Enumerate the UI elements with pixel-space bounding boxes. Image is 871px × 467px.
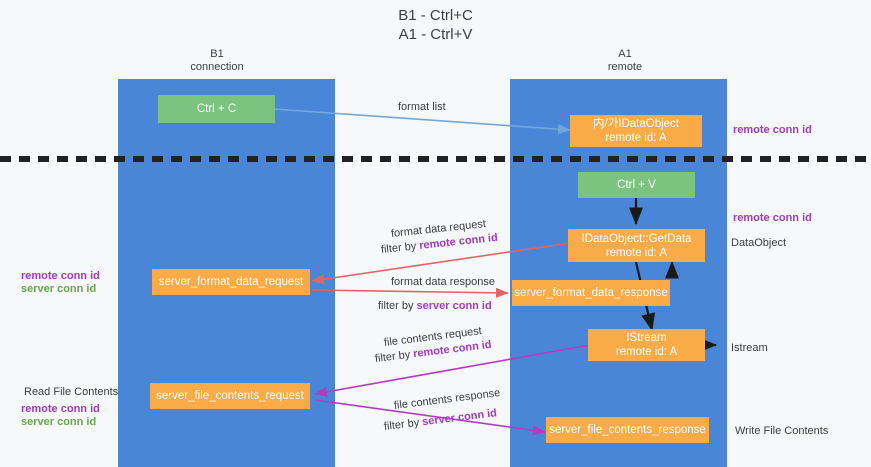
arrow-file-contents-response (314, 399, 546, 436)
box-server-format-data-response-label: server_format_data_response (514, 287, 668, 299)
arrow-file-contents-request (314, 344, 591, 397)
box-ctrl-c-label: Ctrl + C (196, 103, 237, 115)
column-header-b1: B1 connection (117, 48, 317, 74)
column-header-a1: A1 remote (525, 48, 725, 74)
box-ctrl-v-label: Ctrl + V (617, 179, 656, 191)
label-format-data-response-filter-prefix: filter by (378, 300, 417, 312)
box-ole-get-clipboard-line1: 内/가IDataObject (593, 118, 679, 130)
title-line-1: B1 - Ctrl+C (398, 7, 473, 24)
column-header-a1-role: remote (607, 61, 643, 73)
annotation-right-mid-remote-conn-id: remote conn id (733, 212, 812, 224)
annotation-right-dataobject: DataObject (731, 237, 787, 249)
label-format-list: format list (398, 101, 446, 113)
arrow-format-list (273, 108, 571, 135)
label-format-data-response-filter: filter by server conn id (378, 299, 492, 313)
box-istream[interactable]: IStream remote id: A (588, 329, 705, 361)
box-server-file-contents-response-label: server_file_contents_response (549, 424, 706, 436)
label-format-data-response-filter-key: server conn id (416, 300, 492, 312)
column-header-b1-name: B1 (210, 48, 224, 60)
annotation-right-istream: Istream (731, 342, 768, 354)
annotation-left-remote-conn-id: remote conn id (21, 270, 100, 282)
box-istream-line1: IStream (626, 332, 667, 344)
arrow-format-data-request (311, 242, 571, 285)
annotation-left-read-file-contents: Read File Contents (24, 386, 119, 398)
box-server-format-data-request-label: server_format_data_request (158, 276, 304, 288)
title-line-2: A1 - Ctrl+V (398, 26, 473, 43)
annotation-right-top-remote-conn-id: remote conn id (733, 124, 812, 136)
box-ole-get-clipboard-line2: remote id: A (605, 132, 667, 144)
arrow-format-data-response (311, 287, 509, 298)
column-header-b1-role: connection (190, 61, 244, 73)
box-server-format-data-request[interactable]: server_format_data_request (152, 269, 310, 295)
box-idataobject-getdata-line1: IDataObject::GetData (581, 232, 692, 245)
column-header-a1-name: A1 (618, 48, 632, 60)
box-ctrl-c[interactable]: Ctrl + C (158, 95, 275, 123)
box-idataobject-getdata-line2: remote id: A (605, 246, 668, 259)
box-server-file-contents-request[interactable]: server_file_contents_request (150, 383, 310, 409)
box-server-file-contents-request-label: server_file_contents_request (156, 390, 304, 402)
phase-divider (0, 156, 871, 162)
annotation-left-bottom-server-conn-id: server conn id (21, 416, 97, 428)
box-ctrl-v[interactable]: Ctrl + V (578, 172, 695, 198)
page-title: B1 - Ctrl+C A1 - Ctrl+V (0, 6, 871, 44)
annotation-right-write-file-contents: Write File Contents (735, 425, 829, 437)
annotation-left-bottom-remote-conn-id: remote conn id (21, 403, 100, 415)
annotation-left-server-conn-id: server conn id (21, 283, 97, 295)
box-server-format-data-response[interactable]: server_format_data_response (512, 280, 670, 306)
label-format-data-response: format data response (391, 276, 495, 288)
box-ole-get-clipboard[interactable]: 内/가IDataObject remote id: A (570, 115, 702, 147)
box-server-file-contents-response[interactable]: server_file_contents_response (546, 417, 709, 443)
box-istream-line2: remote id: A (615, 346, 678, 358)
label-format-data-request-filter-prefix: filter by (380, 240, 420, 256)
box-idataobject-getdata[interactable]: IDataObject::GetData remote id: A (568, 229, 705, 262)
